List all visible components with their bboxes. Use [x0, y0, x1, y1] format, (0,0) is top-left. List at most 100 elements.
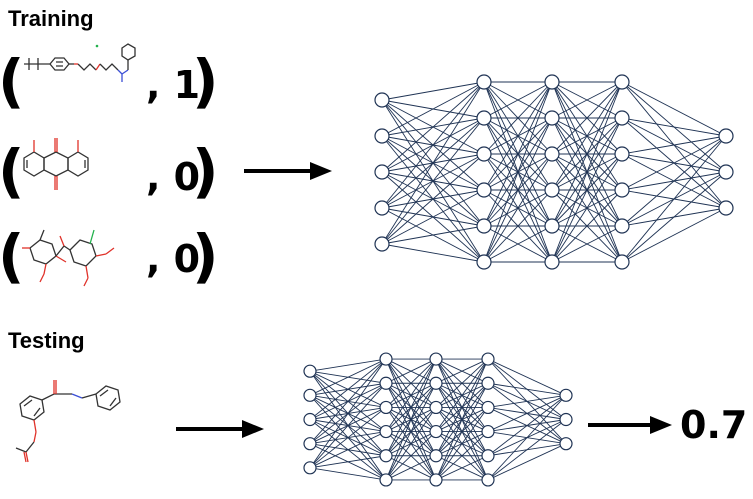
network-node-layer-4	[614, 146, 630, 162]
network-connection	[385, 358, 437, 456]
network-connection	[309, 358, 387, 396]
network-connection	[487, 382, 567, 396]
training-example-3: ( , 0 )	[0, 222, 219, 290]
network-node-layer-3	[429, 424, 443, 439]
network-connection	[381, 189, 485, 245]
network-connection	[385, 383, 437, 481]
network-node-layer-1	[374, 200, 390, 216]
network-node-layer-3	[429, 449, 443, 463]
network-node-layer-3	[429, 400, 443, 415]
network-connection	[551, 225, 623, 263]
network-node-layer-1	[374, 128, 390, 144]
network-connection	[551, 81, 623, 227]
network-connection	[385, 431, 437, 481]
network-connection	[483, 81, 553, 155]
network-connection	[487, 395, 567, 481]
network-connection	[309, 358, 387, 444]
network-node-layer-2	[476, 110, 492, 126]
network-connection	[551, 153, 623, 263]
training-arrow	[244, 162, 332, 180]
network-connection	[551, 81, 623, 119]
network-node-layer-4	[481, 424, 495, 439]
network-connection	[483, 81, 553, 227]
network-node-layer-4	[481, 376, 495, 390]
network-connection	[381, 81, 485, 101]
network-connection	[435, 358, 489, 456]
network-connection	[381, 225, 485, 245]
network-connection	[381, 81, 485, 173]
network-connection	[487, 394, 567, 408]
network-node-layer-4	[614, 110, 630, 126]
network-connection	[483, 189, 553, 263]
network-connection	[621, 135, 727, 155]
testing-neural-network	[303, 352, 573, 487]
network-node-layer-2	[379, 424, 393, 439]
network-node-layer-5	[559, 412, 573, 427]
testing-arrow-input	[176, 420, 264, 438]
network-connection	[435, 407, 489, 481]
network-connection	[435, 455, 489, 481]
network-connection	[487, 443, 567, 481]
network-connection	[381, 243, 485, 263]
network-node-layer-3	[544, 146, 560, 162]
network-node-layer-3	[544, 218, 560, 234]
network-connection	[385, 358, 437, 408]
training-example-2: ( , 0 )	[0, 137, 219, 205]
network-node-layer-5	[718, 200, 734, 216]
network-connection	[483, 81, 553, 119]
network-connection	[309, 407, 387, 469]
open-paren: (	[0, 137, 25, 205]
network-connection	[309, 431, 387, 469]
network-connection	[483, 81, 553, 191]
network-node-layer-5	[718, 128, 734, 144]
network-node-layer-1	[374, 164, 390, 180]
network-connection	[621, 135, 727, 263]
network-node-layer-2	[379, 376, 393, 390]
network-node-layer-4	[481, 352, 495, 366]
network-connection	[435, 358, 489, 384]
testing-title: Testing	[8, 328, 85, 353]
network-connection	[309, 382, 387, 469]
label-value-2: , 0	[146, 155, 200, 199]
network-node-layer-4	[481, 449, 495, 463]
network-connection	[551, 81, 623, 191]
network-node-layer-2	[379, 449, 393, 463]
network-node-layer-1	[303, 461, 317, 475]
test-molecule-structure	[15, 380, 121, 463]
network-connection	[621, 117, 727, 137]
prediction-output: 0.7	[680, 403, 747, 447]
network-connection	[551, 189, 623, 263]
network-connection	[487, 358, 567, 396]
training-neural-network	[374, 74, 734, 270]
network-node-layer-3	[429, 376, 443, 390]
network-connection	[551, 81, 623, 155]
network-node-layer-5	[559, 388, 573, 402]
network-connection	[381, 81, 485, 137]
network-node-layer-4	[614, 218, 630, 234]
testing-arrow-output	[588, 416, 672, 434]
training-title: Training	[8, 6, 94, 31]
close-paren: )	[192, 47, 219, 115]
network-connection	[435, 431, 489, 481]
network-connection	[309, 455, 387, 469]
network-node-layer-3	[429, 473, 443, 487]
close-paren: )	[192, 222, 219, 290]
network-connection	[483, 225, 553, 263]
network-node-layer-3	[544, 74, 560, 90]
network-node-layer-5	[559, 437, 573, 451]
open-paren: (	[0, 47, 25, 115]
network-connection	[483, 117, 553, 263]
molecule-3-structure	[22, 229, 115, 287]
network-connection	[381, 153, 485, 245]
network-connection	[309, 358, 387, 420]
network-connection	[487, 394, 567, 432]
network-connection	[487, 394, 567, 457]
network-node-layer-1	[374, 236, 390, 252]
network-node-layer-2	[476, 254, 492, 270]
network-connection	[385, 455, 437, 481]
network-node-layer-5	[718, 164, 734, 180]
label-value-1: , 1	[146, 63, 200, 107]
label-value-3: , 0	[146, 237, 200, 281]
network-connection	[385, 407, 437, 481]
